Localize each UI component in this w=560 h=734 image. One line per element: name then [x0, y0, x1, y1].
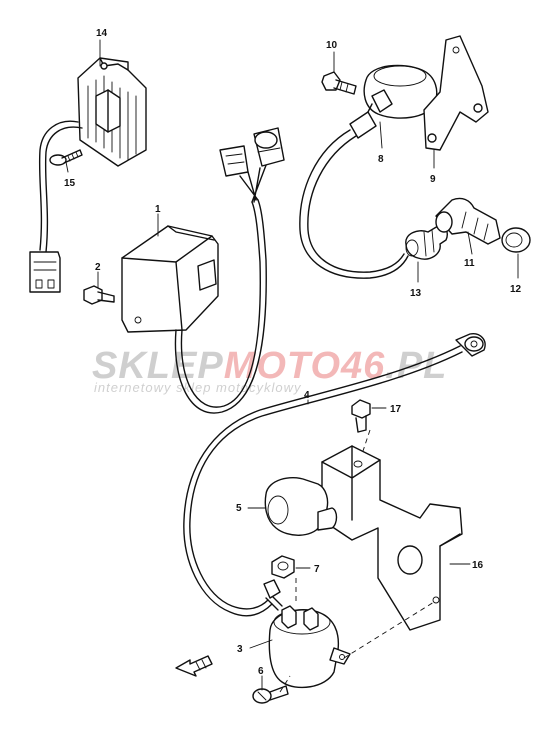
- part-4-cable: [183, 333, 486, 617]
- part-3-starter-relay: [263, 579, 351, 689]
- watermark-brand-a: SKLEP: [92, 345, 224, 387]
- watermark: SKLEPMOTO46.PL internetowy sklep motocyk…: [92, 345, 447, 395]
- part-11-plug-cap: [435, 197, 501, 245]
- callout-5: 5: [236, 503, 242, 514]
- watermark-brand-d: .PL: [385, 345, 447, 387]
- watermark-brand-b: MOTO: [224, 345, 341, 387]
- callout-15: 15: [64, 178, 76, 189]
- part-1-cdi-unit: [121, 225, 219, 333]
- callout-12: 12: [510, 284, 522, 295]
- svg-text:SKLEPMOTO46.PL: SKLEPMOTO46.PL: [92, 345, 447, 387]
- callout-4: 4: [304, 390, 310, 401]
- callout-3: 3: [237, 644, 243, 655]
- callout-1: 1: [155, 204, 161, 215]
- callout-16: 16: [472, 560, 484, 571]
- cdi-connector-a: [219, 145, 249, 177]
- callouts: 14 15 1 2 3 4 5 6 7 8 9 10 11 12 13 16 1…: [64, 28, 522, 677]
- watermark-tagline: internetowy sklep motocyklowy: [94, 380, 302, 395]
- part-14-regulator: [77, 57, 147, 167]
- part-10-bolt: [321, 71, 357, 95]
- part-7-nut: [271, 555, 295, 579]
- part-8-ignition-coil: [349, 64, 438, 139]
- watermark-brand-c: 46: [340, 345, 385, 387]
- regulator-connector: [29, 251, 61, 293]
- callout-17: 17: [390, 404, 402, 415]
- callout-9: 9: [430, 174, 436, 185]
- callout-10: 10: [326, 40, 338, 51]
- callout-7: 7: [314, 564, 320, 575]
- part-15-bolt: [49, 149, 83, 166]
- callout-8: 8: [378, 154, 384, 165]
- front-direction-arrow-icon: [175, 655, 213, 677]
- callout-13: 13: [410, 288, 422, 299]
- callout-2: 2: [95, 262, 101, 273]
- part-2-bolt: [83, 285, 115, 305]
- part-17-bolt: [351, 399, 371, 433]
- part-5-boot: [264, 476, 338, 536]
- part-6-screw: [252, 685, 289, 704]
- leader-lines: [65, 39, 519, 691]
- part-13-cap: [405, 224, 448, 260]
- callout-11: 11: [464, 258, 475, 269]
- part-9-bracket: [423, 35, 489, 151]
- part-12-seal: [501, 227, 531, 253]
- part-16-bracket: [321, 445, 463, 631]
- callout-6: 6: [258, 666, 264, 677]
- callout-14: 14: [96, 28, 108, 39]
